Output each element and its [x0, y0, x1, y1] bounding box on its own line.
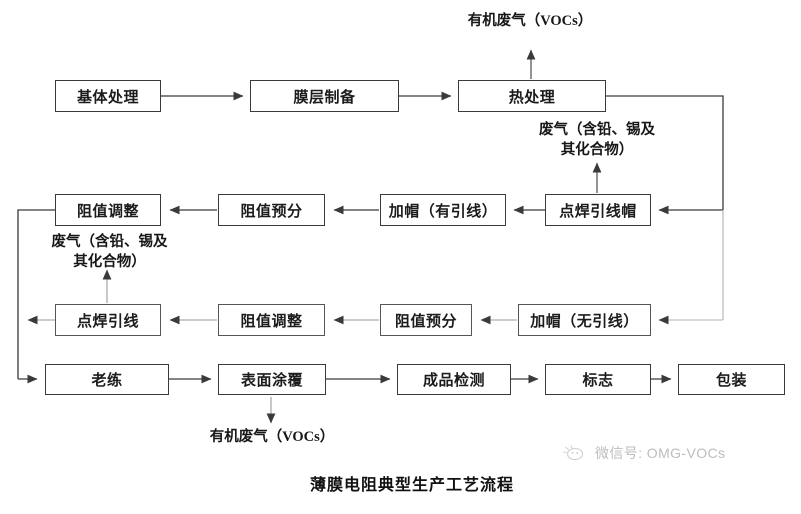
node-label: 基体处理 — [76, 89, 139, 106]
node-label: 膜层制备 — [293, 89, 356, 106]
node-marking[interactable]: 标志 — [545, 364, 651, 395]
node-spot-weld-lead[interactable]: 点焊引线 — [55, 304, 161, 336]
node-label: 热处理 — [508, 89, 556, 106]
wechat-cloud-icon — [562, 444, 588, 462]
node-resistance-adjust-2[interactable]: 阻值调整 — [218, 304, 325, 336]
emission-label: 有机废气（VOCs） — [209, 429, 335, 445]
emission-label-line1: 废气（含铅、锡及 — [51, 234, 168, 250]
node-label: 加帽（无引线） — [530, 313, 639, 330]
emission-label-line2: 其化合物） — [73, 254, 146, 270]
node-aging[interactable]: 老练 — [45, 364, 169, 395]
node-packaging[interactable]: 包装 — [678, 364, 785, 395]
node-label: 阻值调整 — [240, 313, 303, 330]
node-spot-weld-lead-cap[interactable]: 点焊引线帽 — [545, 194, 651, 226]
node-label: 阻值预分 — [240, 203, 303, 220]
node-substrate-treatment[interactable]: 基体处理 — [55, 80, 161, 112]
emission-label-line2: 其化合物） — [560, 142, 634, 158]
emission-label: 有机废气（VOCs） — [467, 13, 593, 29]
caption-text: 薄膜电阻典型生产工艺流程 — [310, 477, 515, 494]
node-surface-coating[interactable]: 表面涂覆 — [218, 364, 326, 395]
node-label: 点焊引线 — [76, 313, 139, 330]
node-heat-treatment[interactable]: 热处理 — [458, 80, 606, 112]
watermark-label: 微信号: OMG-VOCs — [595, 445, 726, 461]
emission-label-line1: 废气（含铅、锡及 — [539, 122, 655, 138]
node-label: 加帽（有引线） — [388, 203, 498, 220]
node-label: 阻值预分 — [394, 313, 457, 330]
node-label: 成品检测 — [422, 373, 485, 389]
node-resistance-adjust-1[interactable]: 阻值调整 — [55, 194, 161, 226]
node-label: 标志 — [582, 373, 614, 389]
node-label: 包装 — [715, 373, 747, 389]
diagram-caption: 薄膜电阻典型生产工艺流程 — [310, 471, 514, 495]
node-resistance-pre-split-2[interactable]: 阻值预分 — [380, 304, 472, 336]
emission-exhaust-heat-treatment: 废气（含铅、锡及 其化合物） — [507, 120, 687, 160]
emission-voc-top: 有机废气（VOCs） — [455, 12, 605, 31]
watermark: 微信号: OMG-VOCs — [562, 443, 725, 463]
emission-exhaust-spot-weld: 废气（含铅、锡及 其化合物） — [22, 232, 197, 272]
emission-voc-bottom: 有机废气（VOCs） — [196, 428, 348, 447]
node-cap-with-lead[interactable]: 加帽（有引线） — [380, 194, 506, 226]
node-resistance-pre-split-1[interactable]: 阻值预分 — [218, 194, 325, 226]
node-label: 表面涂覆 — [240, 373, 303, 389]
node-label: 点焊引线帽 — [559, 203, 637, 220]
node-label: 老练 — [91, 373, 123, 389]
node-cap-without-lead[interactable]: 加帽（无引线） — [518, 304, 651, 336]
node-label: 阻值调整 — [76, 203, 139, 220]
node-finished-inspection[interactable]: 成品检测 — [397, 364, 511, 395]
node-film-preparation[interactable]: 膜层制备 — [250, 80, 399, 112]
